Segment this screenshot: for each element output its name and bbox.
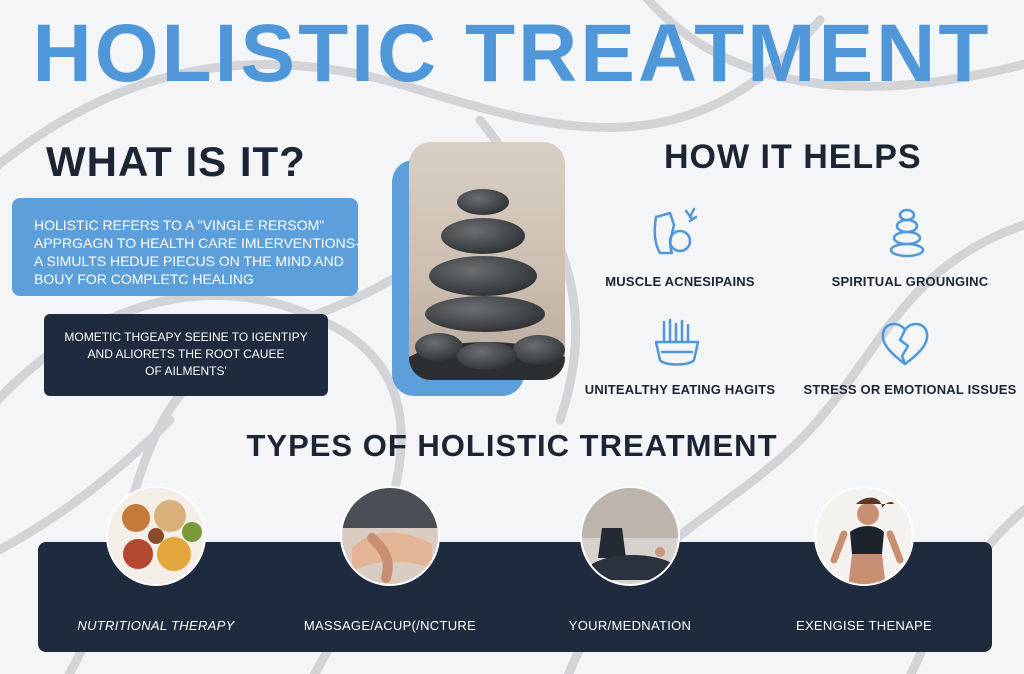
exercise-photo: [814, 486, 914, 586]
help-label-stress: STRESS OR EMOTIONAL ISSUES: [803, 382, 1017, 397]
help-label-spiritual: SPIRITUAL GROUNGINC: [831, 274, 989, 289]
how-it-helps-heading: HOW IT HELPS: [664, 138, 922, 176]
muscle-pain-icon: [653, 207, 698, 255]
type-label-massage: MASSAGE/ACUP(/NCTURE: [303, 618, 477, 633]
type-label-nutrition: NUTRITIONAL THERAPY: [77, 618, 235, 633]
type-label-exercise: EXENGISE THENAPE: [795, 618, 933, 633]
what-is-it-heading: WHAT IS IT?: [46, 138, 306, 185]
root-cause-panel: MOMETIC THGEAPY SEEINE TO IGENTIPY AND A…: [44, 314, 328, 396]
definition-line: A SIMULTS HEDUE PIECUS ON THE MIND AND: [34, 253, 344, 269]
broken-heart-icon: [881, 322, 929, 366]
type-label-meditation: YOUR/MEDNATION: [568, 618, 692, 633]
root-cause-line: AND ALIORETS THE ROOT CAUEE: [87, 347, 285, 361]
stacked-stones-icon: [889, 208, 925, 258]
fast-food-icon: [654, 318, 700, 366]
definition-line: BOUY FOR COMPLETC HEALING: [34, 271, 254, 287]
stacked-stones-photo: [409, 142, 565, 380]
definition-line: APPRGAGN TO HEALTH CARE IMLERVENTIONS-: [34, 235, 360, 251]
page-title: HOLISTIC TREATMENT: [32, 8, 992, 99]
nutrition-photo: [106, 486, 206, 586]
root-cause-line: OF AILMENTS': [145, 364, 227, 378]
definition-line: HOLISTIC REFERS TO A "VINGLE RERSOM": [34, 217, 325, 233]
root-cause-line: MOMETIC THGEAPY SEEINE TO IGENTIPY: [64, 330, 308, 344]
meditation-photo: [580, 486, 680, 586]
massage-photo: [340, 486, 440, 586]
help-label-eating: UNITEALTHY EATING HAGITS: [584, 382, 776, 397]
definition-panel: HOLISTIC REFERS TO A "VINGLE RERSOM" APP…: [12, 198, 360, 296]
types-heading: TYPES OF HOLISTIC TREATMENT: [246, 428, 778, 463]
help-label-muscle: MUSCLE ACNESIPAINS: [605, 274, 755, 289]
